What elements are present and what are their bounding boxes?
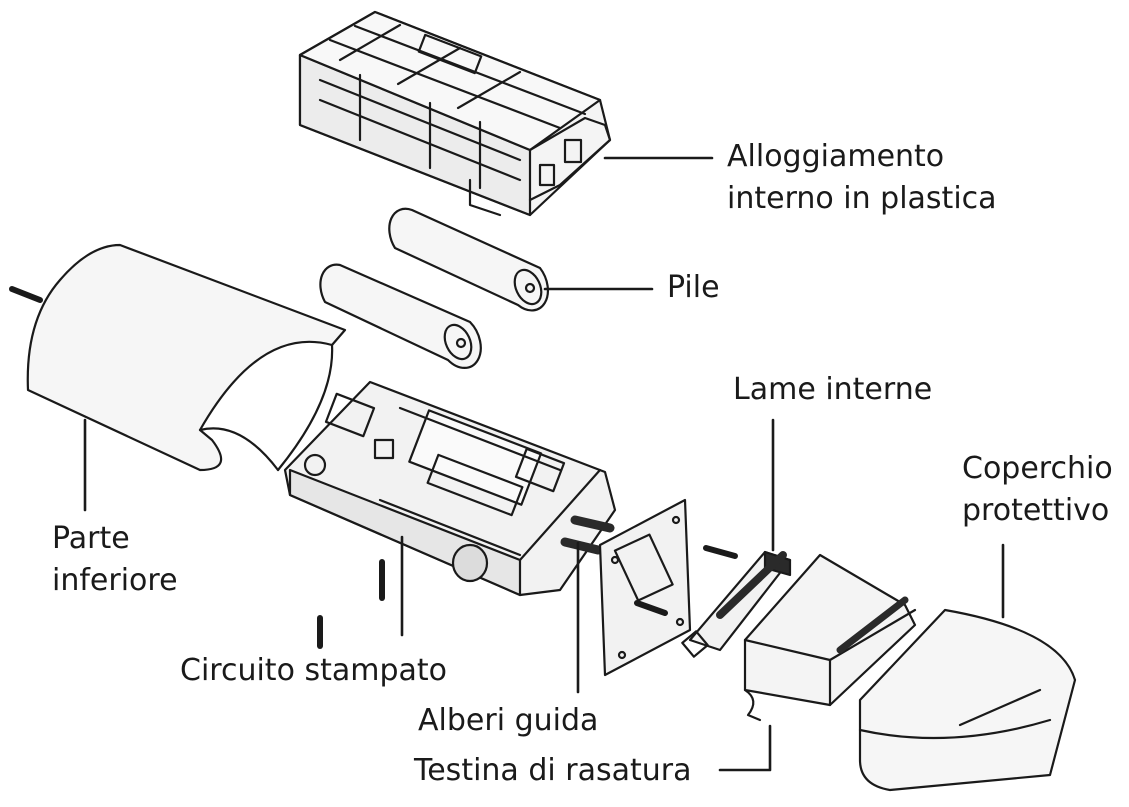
bottom-shell	[28, 245, 345, 470]
label-cover-line2: protettivo	[962, 493, 1110, 528]
circuit-board-assembly	[285, 382, 615, 595]
guide-shafts	[565, 520, 610, 550]
label-inner-blades: Lame interne	[733, 372, 933, 407]
label-shafts: Alberi guida	[418, 703, 599, 738]
screws	[12, 289, 735, 646]
battery-lower	[320, 265, 480, 368]
label-pcb: Circuito stampato	[180, 653, 447, 688]
label-bottom-line2: inferiore	[52, 563, 178, 598]
label-cover-line1: Coperchio	[962, 451, 1113, 486]
leader-head	[718, 724, 772, 772]
leader-lines	[83, 156, 1005, 772]
inner-blades	[682, 552, 790, 657]
battery-upper	[389, 209, 548, 311]
protective-cover	[860, 610, 1075, 790]
inner-plastic-housing	[300, 12, 610, 215]
label-bottom-line1: Parte	[52, 521, 130, 556]
label-housing-line1: Alloggiamento	[727, 139, 945, 174]
shaving-head-frame-plate	[600, 500, 690, 675]
label-head: Testina di rasatura	[414, 753, 692, 788]
label-housing-line2: interno in plastica	[727, 181, 997, 216]
label-batteries: Pile	[667, 270, 720, 305]
shaving-head	[745, 555, 915, 720]
